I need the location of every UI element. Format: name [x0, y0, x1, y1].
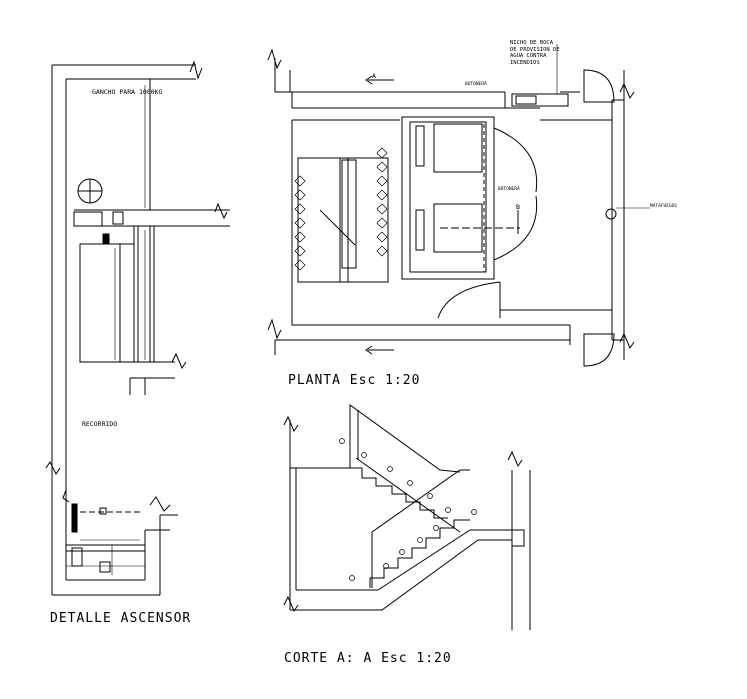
- hook-circle-symbol: [77, 178, 103, 204]
- elevator-dimension-lines: [80, 85, 146, 575]
- elevator-detail-drawing: GANCHO PARA 1000KG RECORRIDO: [45, 60, 230, 626]
- plan-doors: [437, 69, 615, 367]
- stair-plan: [297, 157, 389, 283]
- hoist-beam: [73, 79, 230, 227]
- floor-plan-title: PLANTA Esc 1:20: [288, 373, 420, 388]
- plan-walls: [274, 58, 625, 360]
- section-drawing: CORTE A: A Esc 1:20: [283, 404, 531, 666]
- stair-step-markers: [294, 147, 388, 271]
- hydrant-niche: [511, 44, 569, 107]
- section-walls: [289, 420, 531, 630]
- hydrant-niche-note: NICHO DE BOCA DE PROVISION DE AGUA CONTR…: [510, 40, 560, 66]
- handrails: [357, 410, 470, 588]
- section-break-lines: [283, 415, 523, 613]
- elevator-car: [79, 226, 175, 395]
- section-level-markers: [339, 438, 477, 581]
- plan-break-lines: [267, 48, 635, 350]
- fire-extinguisher-symbol: [605, 207, 650, 220]
- elevator-core-plan: [401, 116, 520, 280]
- break-lines-elevator: [45, 60, 228, 512]
- hook-note: GANCHO PARA 1000KG: [92, 88, 163, 96]
- elevator-shaft-walls: [51, 64, 196, 596]
- floor-plan-drawing: A B MATAFUEGOS BOTONERA BOTONERA NICHO D…: [267, 40, 677, 388]
- button-panel-mid-label: BOTONERA: [498, 186, 520, 192]
- cut-markers: [365, 75, 519, 355]
- hydrant-note-box: NICHO DE BOCA DE PROVISION DE AGUA CONTR…: [510, 40, 560, 66]
- pit-buffers: [65, 503, 146, 573]
- stair-section: [290, 404, 525, 611]
- button-panel-top-label: BOTONERA: [465, 81, 487, 87]
- section-title: CORTE A: A Esc 1:20: [284, 651, 452, 666]
- cut-marker-b-label: B: [516, 203, 520, 211]
- cut-marker-a-label: A: [372, 72, 376, 80]
- elevator-detail-title: DETALLE ASCENSOR: [50, 611, 191, 626]
- fire-extinguisher-label: MATAFUEGOS: [650, 203, 677, 209]
- travel-label: RECORRIDO: [82, 420, 117, 428]
